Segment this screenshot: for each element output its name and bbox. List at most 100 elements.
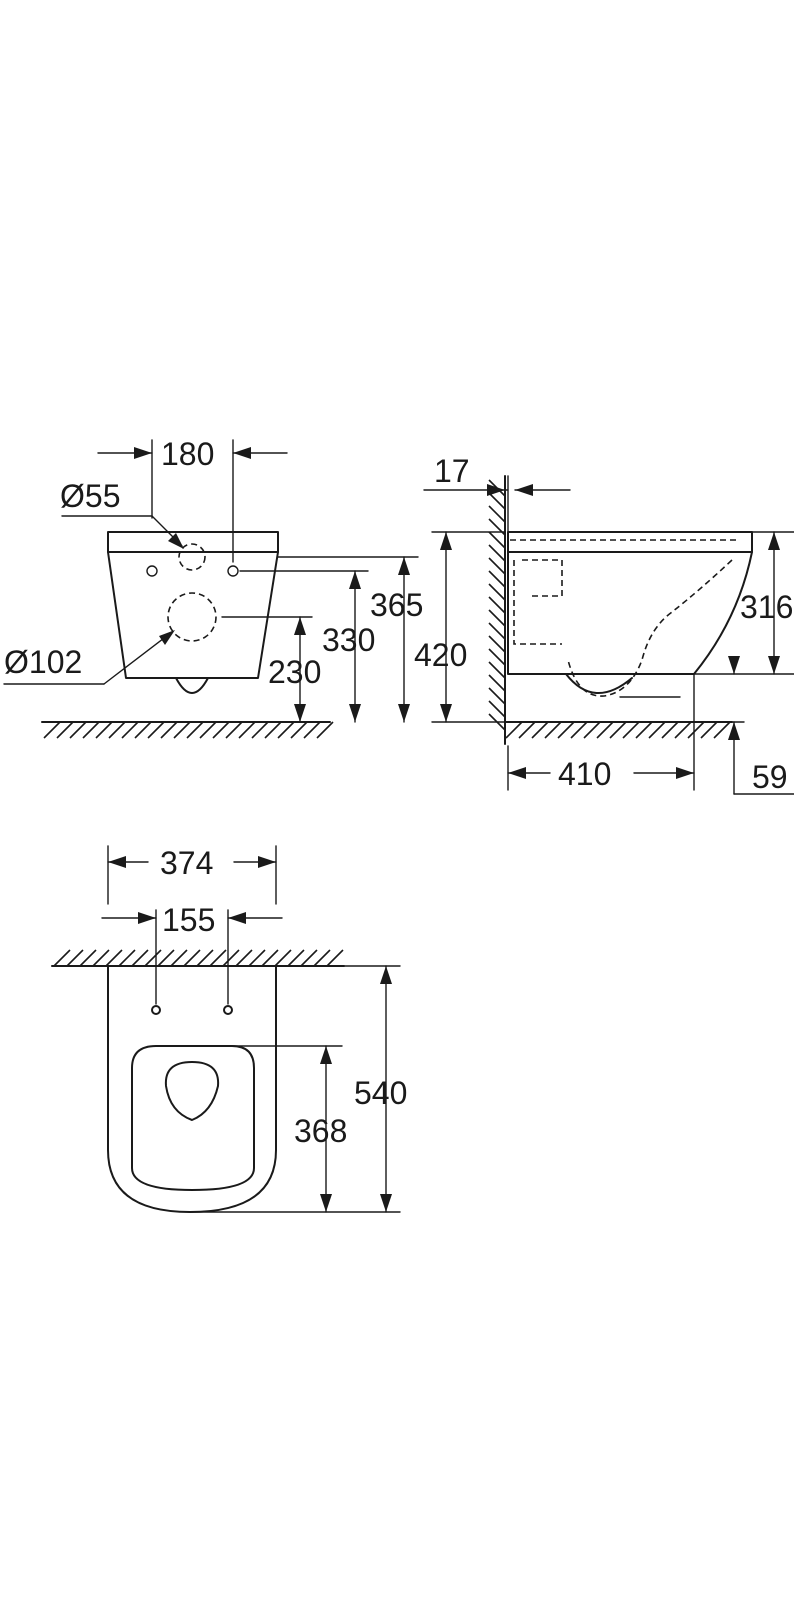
side-floor-hatch-line-9 (622, 721, 640, 739)
dim-420-arrow-top (440, 532, 452, 550)
dim-17-arrow-right (515, 484, 533, 496)
dim-top-seat-length: 368 (294, 1113, 347, 1149)
front-view: 180 Ø55 Ø102 230 330 365 (3, 436, 423, 739)
front-hatch-line-7 (134, 721, 152, 739)
dim-55-arrow (168, 533, 184, 549)
wall-hatch-line-11 (488, 622, 506, 640)
front-hatch-line-21 (316, 721, 334, 739)
top-hatch-line-0 (53, 949, 71, 967)
dim-59-arrow-top (728, 656, 740, 674)
wall-hatch-line-14 (488, 661, 506, 679)
dim-102-leader-d (103, 631, 173, 685)
dim-top-overall-length: 540 (354, 1075, 407, 1111)
top-hatch-line-7 (144, 949, 162, 967)
side-body-outline (507, 531, 753, 675)
dim-230-arrow-top (294, 617, 306, 635)
front-floor-hatch (43, 721, 334, 739)
front-hatch-line-14 (225, 721, 243, 739)
side-floor-hatch-line-5 (570, 721, 588, 739)
front-hatch-line-16 (251, 721, 269, 739)
top-hatch-line-13 (222, 949, 240, 967)
front-body-outline (107, 531, 279, 679)
side-floor-hatch-line-6 (583, 721, 601, 739)
side-trap (565, 673, 633, 694)
front-fixing-hole-right (227, 565, 239, 577)
top-hatch-line-10 (183, 949, 201, 967)
front-hatch-line-5 (108, 721, 126, 739)
front-hatch-line-1 (56, 721, 74, 739)
wall-hatch-line-9 (488, 596, 506, 614)
side-wall-hatch (488, 479, 506, 731)
dim-540-arrow-bottom (380, 1194, 392, 1212)
top-fixing-hole-left (151, 1005, 161, 1015)
top-hatch-line-17 (274, 949, 292, 967)
wall-hatch-line-8 (488, 583, 506, 601)
dim-365-arrow-bottom (398, 704, 410, 722)
front-hatch-line-10 (173, 721, 191, 739)
front-hatch-line-6 (121, 721, 139, 739)
dim-front-outlet-height: 230 (268, 654, 321, 690)
front-hatch-line-9 (160, 721, 178, 739)
front-hatch-line-20 (303, 721, 321, 739)
dim-410-arrow-right (676, 767, 694, 779)
dim-230-arrow-bottom (294, 704, 306, 722)
dim-top-overall-width: 374 (160, 845, 213, 881)
wall-hatch-line-1 (488, 492, 506, 510)
dim-540-arrow-top (380, 966, 392, 984)
dim-374-arrow-right (258, 856, 276, 868)
top-wall-hatch (53, 949, 344, 967)
top-hatch-line-18 (287, 949, 305, 967)
dim-180-arrow-right (233, 447, 251, 459)
top-hatch-line-9 (170, 949, 188, 967)
top-hatch-line-21 (326, 949, 344, 967)
dim-front-rim-height: 365 (370, 587, 423, 623)
front-hatch-line-13 (212, 721, 230, 739)
side-hidden-bowl (567, 559, 733, 697)
side-floor-hatch-line-16 (713, 721, 731, 739)
side-floor-hatch-line-14 (687, 721, 705, 739)
dim-top-fixing-spacing: 155 (162, 902, 215, 938)
dim-front-fixing-spacing: 180 (161, 436, 214, 472)
dim-374-arrow-left (108, 856, 126, 868)
top-hatch-line-1 (66, 949, 84, 967)
front-hatch-line-2 (69, 721, 87, 739)
wall-hatch-line-2 (488, 505, 506, 523)
dim-side-rim-height: 420 (414, 637, 467, 673)
side-floor-hatch-line-12 (661, 721, 679, 739)
front-hatch-line-8 (147, 721, 165, 739)
side-hidden-inlet (522, 559, 563, 597)
top-hatch-line-14 (235, 949, 253, 967)
dim-420-arrow-bottom (440, 704, 452, 722)
wall-hatch-line-12 (488, 635, 506, 653)
top-hatch-line-8 (157, 949, 175, 967)
dim-front-outlet-diameter: Ø102 (4, 644, 82, 680)
side-floor-hatch-line-1 (518, 721, 536, 739)
top-hatch-line-6 (131, 949, 149, 967)
side-hidden-outlet (513, 560, 562, 645)
front-hatch-line-4 (95, 721, 113, 739)
front-outlet-circle (167, 592, 217, 642)
dim-59-arrow-bottom (728, 722, 740, 740)
front-hatch-line-19 (290, 721, 308, 739)
dim-316-arrow-bottom (768, 656, 780, 674)
dim-front-inlet-diameter: Ø55 (60, 478, 120, 514)
side-floor-hatch-line-7 (596, 721, 614, 739)
top-hatch-line-15 (248, 949, 266, 967)
top-hatch-line-3 (92, 949, 110, 967)
side-view: 17 420 316 59 410 (414, 453, 794, 795)
side-floor-hatch-line-0 (505, 721, 523, 739)
dim-side-bowl-depth: 316 (740, 589, 793, 625)
front-hatch-line-12 (199, 721, 217, 739)
wall-hatch-line-4 (488, 531, 506, 549)
side-floor-hatch-line-13 (674, 721, 692, 739)
wall-hatch-line-6 (488, 557, 506, 575)
dim-410-arrow-left (508, 767, 526, 779)
dim-330-arrow-bottom (349, 704, 361, 722)
front-fixing-hole-left (146, 565, 158, 577)
front-hatch-line-18 (277, 721, 295, 739)
wall-hatch-line-7 (488, 570, 506, 588)
top-hatch-line-12 (209, 949, 227, 967)
front-inlet-circle (178, 543, 206, 571)
top-hatch-line-4 (105, 949, 123, 967)
front-hatch-line-11 (186, 721, 204, 739)
